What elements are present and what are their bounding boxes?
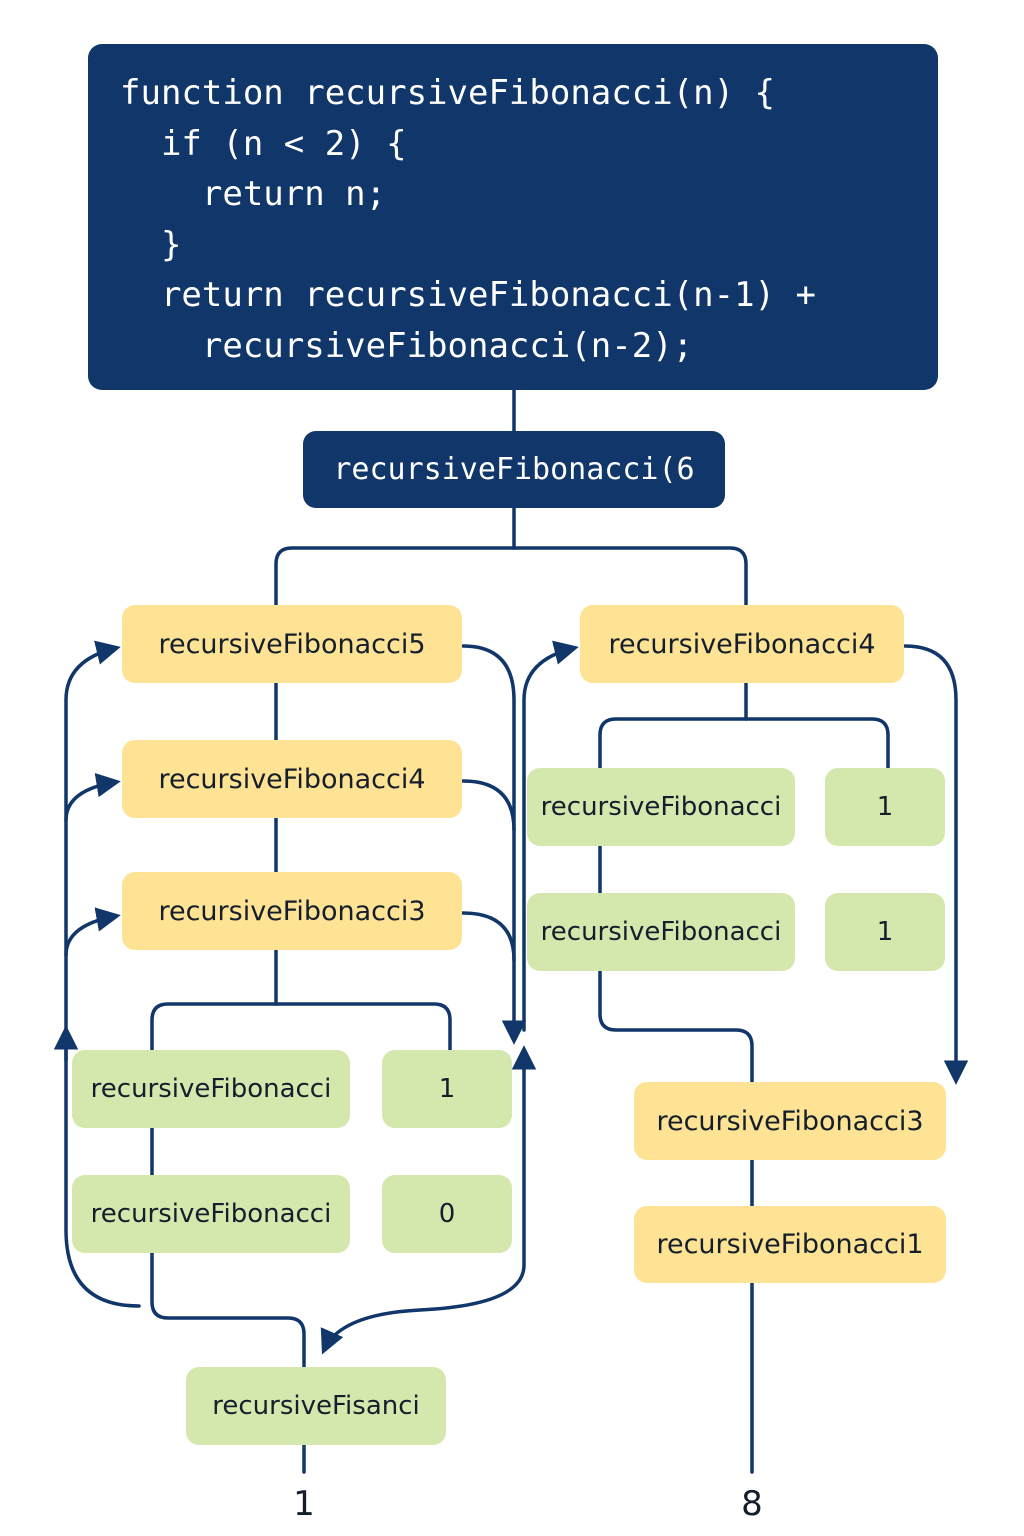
right-call-node-1: recursiveFibonacci1 — [634, 1206, 946, 1283]
curve-r4-out — [903, 644, 969, 1085]
left-leaf-call-1: recursiveFibonacci — [72, 1050, 350, 1128]
return-arrow-l3 — [64, 907, 121, 957]
left-bottom-node: recursiveFisanci — [186, 1367, 446, 1445]
edge-lf2-bottom — [150, 1251, 306, 1369]
right-leaf-value-1: 1 — [825, 768, 945, 846]
curve-rtop-in — [522, 640, 579, 1032]
right-call-node-3: recursiveFibonacci3 — [634, 1082, 946, 1160]
code-line: return recursiveFibonacci(n-1) + — [120, 275, 816, 315]
right-leaf-call-2: recursiveFibonacci — [527, 893, 795, 971]
code-line: return n; — [120, 174, 387, 214]
return-arrow-l4 — [64, 773, 121, 822]
code-line: recursiveFibonacci(n-2); — [120, 325, 694, 366]
left-result-value: 1 — [293, 1484, 315, 1524]
curve-l3-out — [461, 911, 516, 962]
curve-bottom-in — [320, 1045, 537, 1355]
edge-l3-left — [150, 1002, 278, 1052]
right-call-node-4: recursiveFibonacci4 — [580, 605, 904, 683]
edge-root-left — [274, 546, 516, 608]
curve-l4-out — [461, 779, 516, 832]
edge-root-right — [512, 546, 748, 608]
left-leaf-value-2: 0 — [382, 1175, 512, 1253]
right-result-value: 8 — [741, 1484, 763, 1524]
left-leaf-call-2: recursiveFibonacci — [72, 1175, 350, 1253]
return-arrow-l5 — [64, 640, 141, 1308]
edge-r4-right — [744, 717, 890, 770]
right-leaf-call-1: recursiveFibonacci — [527, 768, 795, 846]
edge-r4-left — [598, 717, 748, 770]
left-call-node-5: recursiveFibonacci5 — [122, 605, 462, 683]
edge-rf2-r3 — [598, 969, 754, 1084]
code-line: function recursiveFibonacci(n) { — [120, 73, 776, 113]
left-leaf-value-1: 1 — [382, 1050, 512, 1128]
curve-l5-out — [461, 644, 527, 1045]
right-leaf-value-2: 1 — [825, 893, 945, 971]
left-call-node-4: recursiveFibonacci4 — [122, 740, 462, 818]
code-line: } — [120, 224, 182, 265]
root-call-node: recursiveFibonacci(6 — [303, 431, 725, 508]
code-block: function recursiveFibonacci(n) { if (n <… — [88, 44, 938, 390]
left-call-node-3: recursiveFibonacci3 — [122, 872, 462, 950]
edge-l3-right — [274, 1002, 452, 1052]
code-line: if (n < 2) { — [120, 123, 407, 164]
